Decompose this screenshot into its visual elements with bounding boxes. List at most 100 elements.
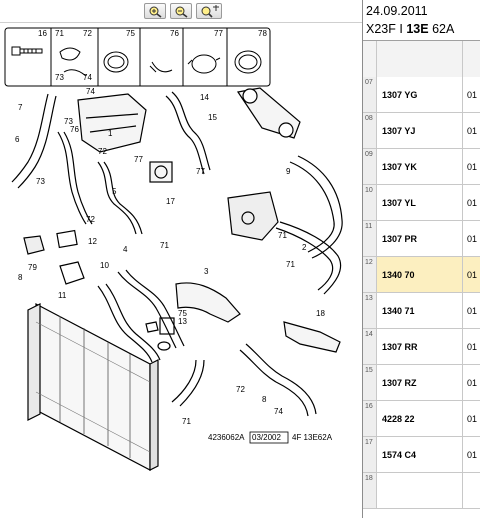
exploded-view-drawing: 16 71 72 73 74 75 76 77 78 xyxy=(4,27,343,471)
callout: 73 xyxy=(64,117,73,126)
part-quantity: 01 xyxy=(467,270,478,280)
box-label: 77 xyxy=(214,29,223,38)
zoom-in-icon xyxy=(149,6,162,18)
callout: 72 xyxy=(98,147,107,156)
callout: 71 xyxy=(286,260,295,269)
column-divider xyxy=(462,41,463,77)
callout: 74 xyxy=(86,87,95,96)
part-number: 1307 YL xyxy=(382,198,416,208)
date-label: 24.09.2011 xyxy=(366,4,428,18)
column-divider xyxy=(462,77,463,112)
callout: 6 xyxy=(15,135,20,144)
parts-list: 07 1307 YG 01 08 1307 YJ 01 09 1307 YK 01 10 1307 … xyxy=(363,77,480,509)
column-divider xyxy=(462,365,463,400)
panel-divider xyxy=(362,0,363,518)
callout: 8 xyxy=(18,273,23,282)
column-divider xyxy=(462,401,463,436)
row-index: 14 xyxy=(363,329,377,364)
part-number: 1307 YK xyxy=(382,162,417,172)
diagram-footer: 4236062A 03/2002 4F 13E62A xyxy=(208,431,333,444)
ref-separator: I xyxy=(399,22,403,36)
part-number: 1340 70 xyxy=(382,270,415,280)
callout: 75 xyxy=(178,309,187,318)
part-number: 1307 RR xyxy=(382,342,418,352)
callout: 18 xyxy=(316,309,325,318)
column-divider xyxy=(462,473,463,508)
box-label: 74 xyxy=(83,73,92,82)
part-number: 1574 C4 xyxy=(382,450,417,460)
callout: 8 xyxy=(262,395,267,404)
zoom-move-button[interactable] xyxy=(196,3,222,19)
column-divider xyxy=(462,113,463,148)
ref-prefix: X23F xyxy=(366,22,396,36)
callout: 4 xyxy=(123,245,128,254)
part-quantity: 01 xyxy=(467,378,478,388)
callout: 71 xyxy=(160,241,169,250)
callout: 77 xyxy=(196,167,205,176)
row-index: 12 xyxy=(363,257,377,292)
callout: 11 xyxy=(58,291,67,300)
callout: 10 xyxy=(100,261,109,270)
column-divider xyxy=(462,221,463,256)
part-number: 4228 22 xyxy=(382,414,415,424)
callouts: 7 74 76 73 72 6 1 14 15 77 9 77 5 73 17 … xyxy=(15,87,325,426)
footer-date: 03/2002 xyxy=(252,433,281,442)
header-divider xyxy=(363,40,480,41)
part-number: 1307 YG xyxy=(382,90,418,100)
footer-ref: 4F 13E62A xyxy=(292,433,333,442)
callout: 71 xyxy=(182,417,191,426)
radiator xyxy=(27,303,159,471)
callout: 9 xyxy=(286,167,291,176)
parts-list-row[interactable]: 11 1307 PR 01 xyxy=(363,221,480,257)
parts-list-row[interactable]: 12 1340 70 01 xyxy=(363,257,480,293)
row-index: 09 xyxy=(363,149,377,184)
callout: 12 xyxy=(88,237,97,246)
callout: 73 xyxy=(36,177,45,186)
ref-suffix: 62A xyxy=(432,22,455,36)
parts-panel: 24.09.2011 X23F I 13E 62A 07 1307 YG 01 08 1… xyxy=(363,0,480,518)
parts-list-row[interactable]: 07 1307 YG 01 xyxy=(363,77,480,113)
parts-list-row[interactable]: 15 1307 RZ 01 xyxy=(363,365,480,401)
callout: 74 xyxy=(274,407,283,416)
reference-label: X23F I 13E 62A xyxy=(366,22,454,36)
part-quantity: 01 xyxy=(467,414,478,424)
row-index: 10 xyxy=(363,185,377,220)
callout: 79 xyxy=(28,263,37,272)
part-quantity: 01 xyxy=(467,234,478,244)
part-number: 1307 RZ xyxy=(382,378,417,388)
callout: 14 xyxy=(200,93,209,102)
row-index: 07 xyxy=(363,77,377,112)
callout: 72 xyxy=(236,385,245,394)
box-label: 71 xyxy=(55,29,64,38)
row-index: 15 xyxy=(363,365,377,400)
callout: 3 xyxy=(204,267,209,276)
part-number: 1340 71 xyxy=(382,306,415,316)
zoom-out-button[interactable] xyxy=(170,3,192,19)
row-index: 11 xyxy=(363,221,377,256)
callout: 2 xyxy=(302,243,307,252)
part-number: 1307 YJ xyxy=(382,126,416,136)
part-number: 1307 PR xyxy=(382,234,418,244)
callout: 15 xyxy=(208,113,217,122)
row-index: 08 xyxy=(363,113,377,148)
box-label: 72 xyxy=(83,29,92,38)
parts-list-row[interactable]: 18 xyxy=(363,473,480,509)
zoom-out-icon xyxy=(175,6,188,18)
callout: 76 xyxy=(70,125,79,134)
toolbar xyxy=(0,0,362,23)
zoom-in-button[interactable] xyxy=(144,3,166,19)
part-quantity: 01 xyxy=(467,90,478,100)
part-quantity: 01 xyxy=(467,306,478,316)
zoom-move-icon xyxy=(201,5,219,18)
part-quantity: 01 xyxy=(467,198,478,208)
column-divider xyxy=(462,149,463,184)
parts-list-row[interactable]: 10 1307 YL 01 xyxy=(363,185,480,221)
column-divider xyxy=(376,41,377,77)
row-index: 18 xyxy=(363,473,377,508)
